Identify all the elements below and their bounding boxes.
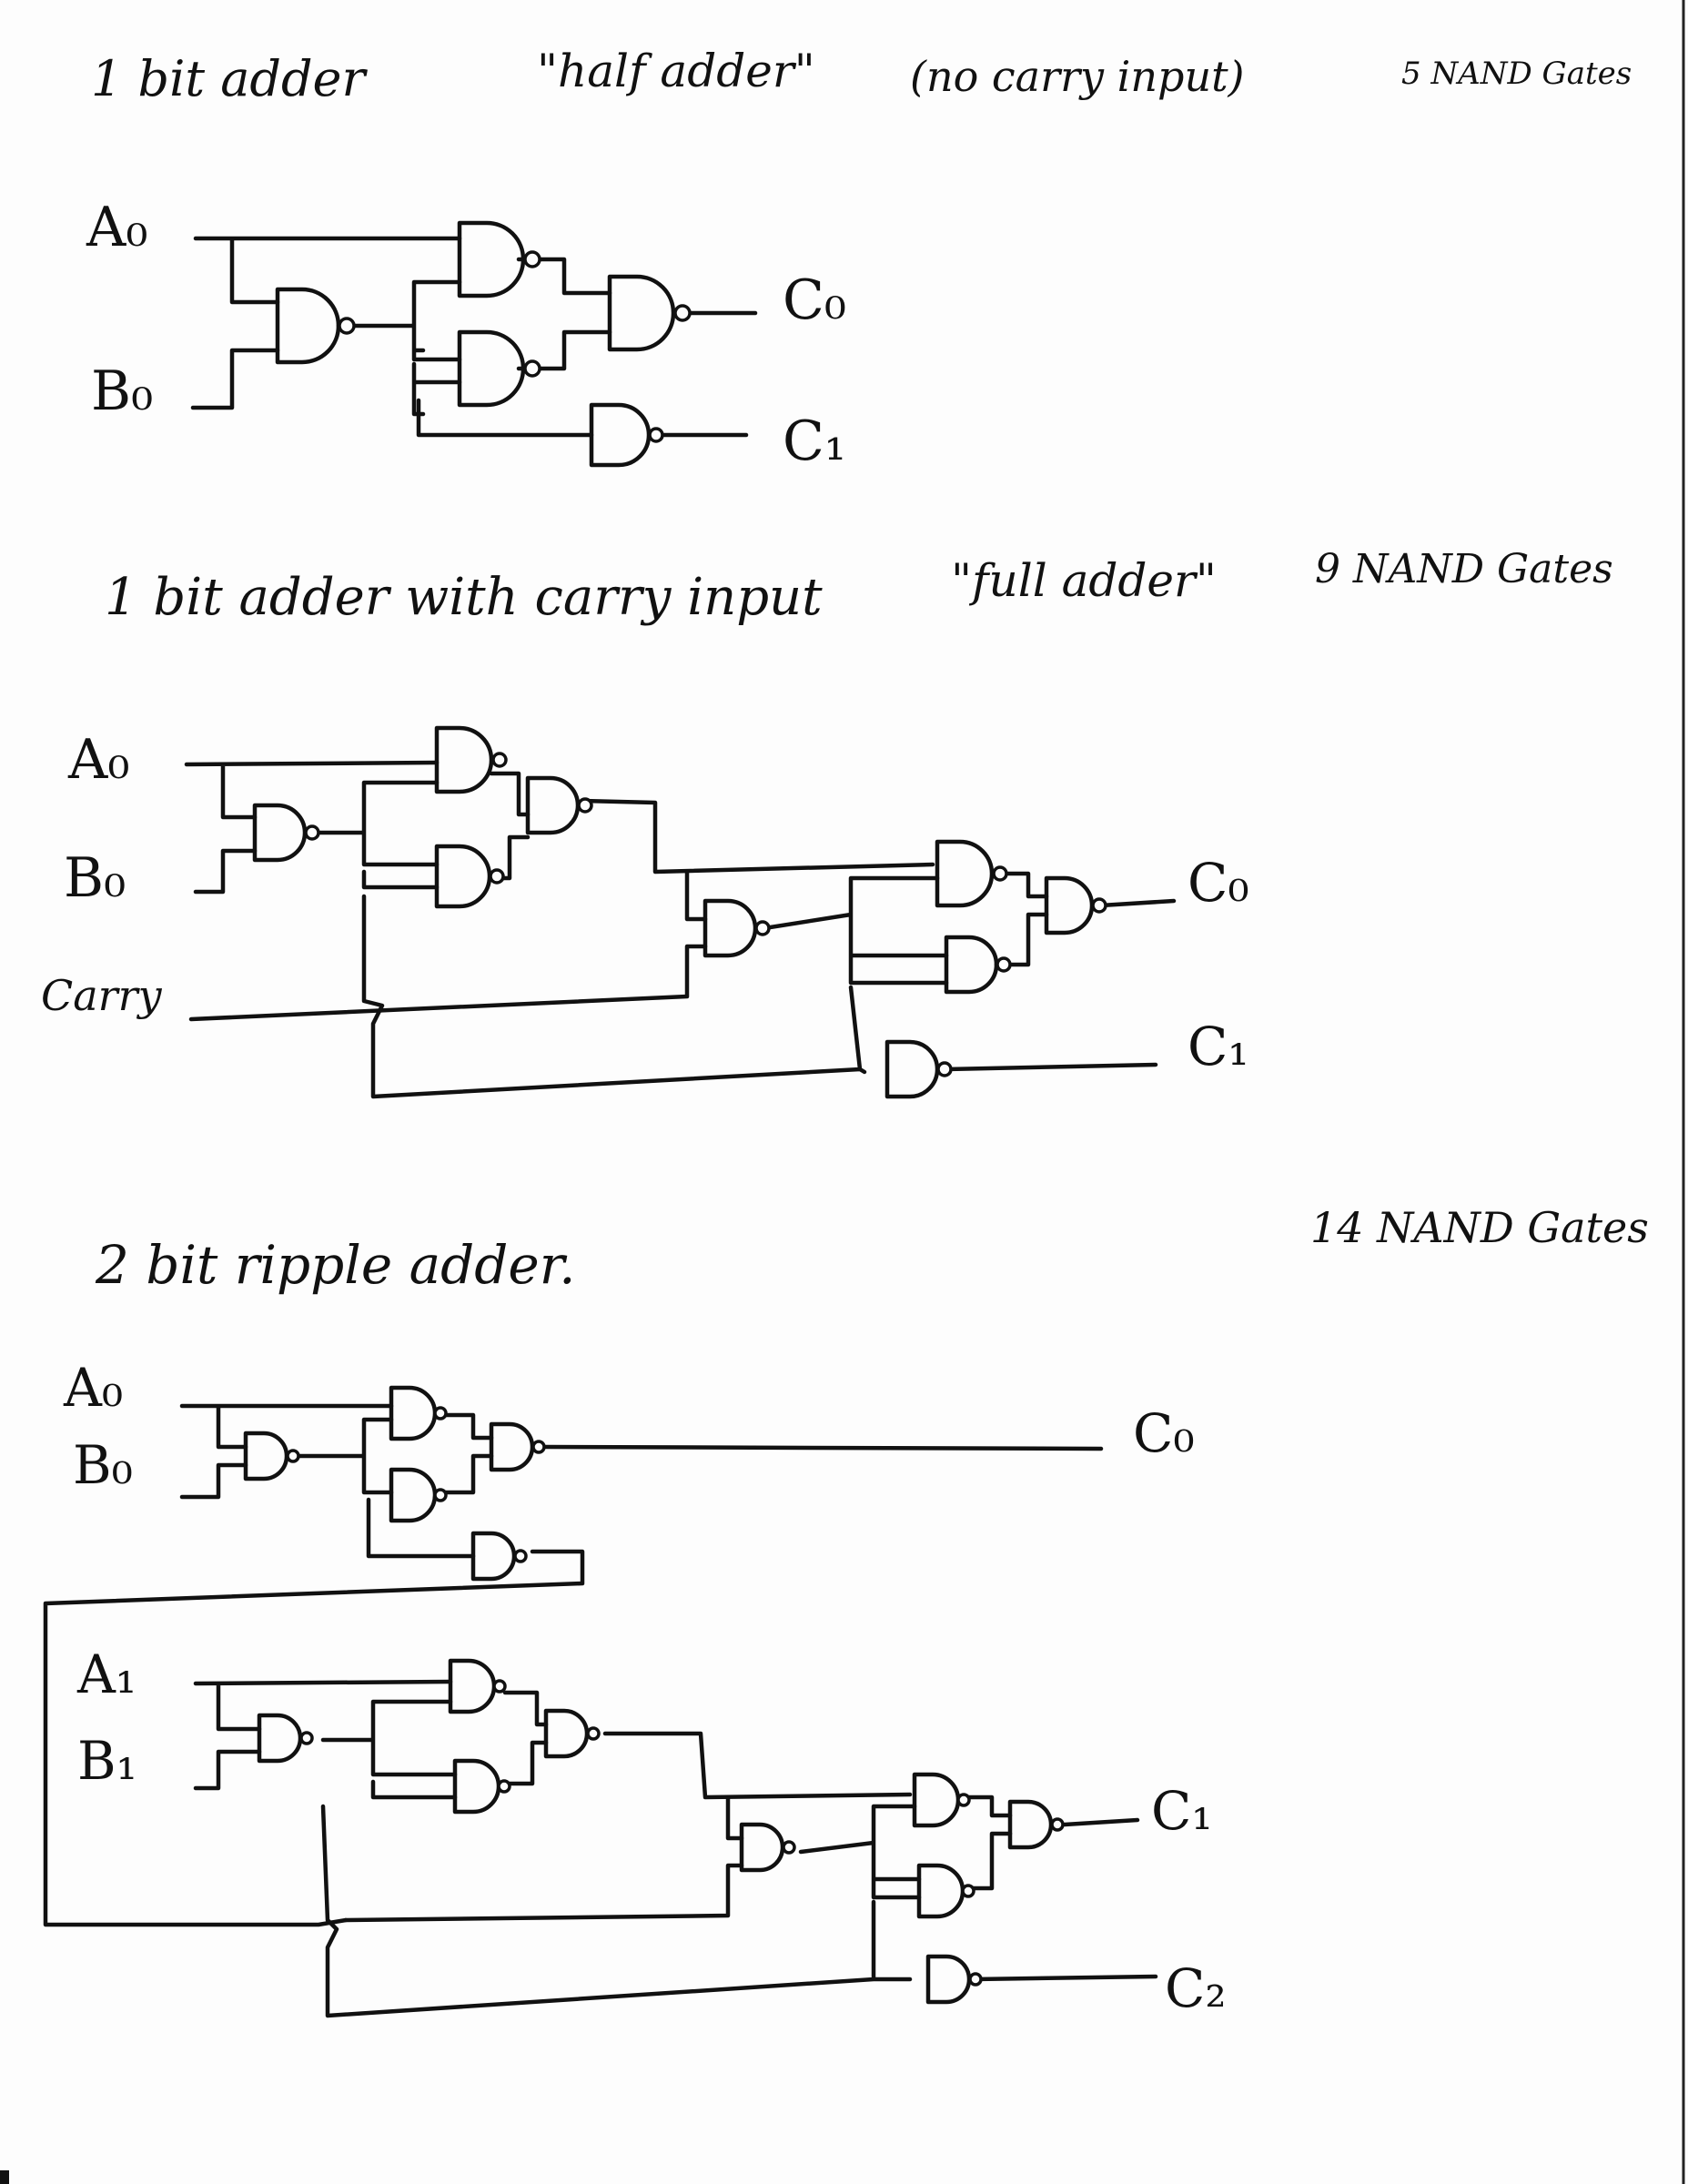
half-adder-output-c1: C₁ xyxy=(783,410,846,473)
half-adder-input-a0: A₀ xyxy=(86,196,147,259)
full-adder-nand-gate-5 xyxy=(702,898,771,958)
ripple-adder-nand-gate-1 xyxy=(389,1385,448,1441)
ripple-adder-output-c2: C₂ xyxy=(1165,1957,1227,2019)
half-adder-wires xyxy=(190,236,758,438)
section-half-adder: 1 bit adder "half adder" (no carry input… xyxy=(86,45,1632,473)
half-adder-note: (no carry input) xyxy=(910,52,1245,101)
full-adder-nand-gate-1 xyxy=(434,725,508,794)
full-adder-title: 1 bit adder with carry input xyxy=(105,568,823,627)
half-adder-nand-gate-5 xyxy=(589,402,664,468)
half-adder-title: 1 bit adder xyxy=(91,50,369,107)
ripple-adder-input-a1: A₁ xyxy=(76,1643,136,1705)
ripple-adder-nand-gate-3 xyxy=(389,1467,448,1523)
full-adder-nand-gate-6 xyxy=(935,839,1008,908)
ripple-adder-nand-gate-4 xyxy=(489,1421,546,1472)
ripple-adder-bit1-wires xyxy=(193,1679,1158,2018)
half-adder-nand-gate-4 xyxy=(607,274,692,352)
ripple-adder-input-b1: B₁ xyxy=(77,1730,137,1792)
section-ripple-adder: 2 bit ripple adder. 14 NAND Gates A₀ B₀ … xyxy=(43,1203,1649,2019)
ripple-adder-nand-gate-6 xyxy=(448,1658,507,1714)
full-adder-output-c0: C₀ xyxy=(1188,852,1249,914)
half-adder-input-b0: B₀ xyxy=(91,359,153,423)
half-adder-nand-gate-3 xyxy=(457,329,541,408)
ripple-adder-output-c1: C₁ xyxy=(1151,1780,1213,1842)
ripple-adder-input-a0: A₀ xyxy=(63,1357,123,1419)
full-adder-subtitle: "full adder" xyxy=(951,554,1217,607)
full-adder-nand-gate-8 xyxy=(1044,875,1107,935)
half-adder-nand-gate-1 xyxy=(457,220,541,298)
half-adder-nand-gate-2 xyxy=(275,287,356,365)
full-adder-output-c1: C₁ xyxy=(1188,1016,1249,1077)
full-adder-input-carry: Carry xyxy=(41,971,163,1020)
half-adder-subtitle: "half adder" xyxy=(537,45,815,97)
half-adder-gate-count: 5 NAND Gates xyxy=(1401,56,1632,92)
section-full-adder: 1 bit adder with carry input "full adder… xyxy=(41,546,1613,1099)
ripple-adder-nand-gate-9 xyxy=(543,1708,601,1759)
scan-mark xyxy=(0,2170,9,2184)
ripple-adder-input-b0: B₀ xyxy=(73,1434,133,1496)
ripple-adder-nand-gate-12 xyxy=(916,1863,975,1919)
full-adder-nand-gate-3 xyxy=(434,844,505,909)
ripple-adder-nand-gate-8 xyxy=(452,1758,511,1815)
ripple-adder-title: 2 bit ripple adder. xyxy=(95,1234,576,1296)
ripple-adder-nand-gate-5 xyxy=(470,1531,528,1582)
full-adder-nand-gate-9 xyxy=(884,1039,953,1099)
full-adder-nand-gate-7 xyxy=(944,935,1012,995)
full-adder-nand-gate-2 xyxy=(252,803,320,863)
ripple-adder-nand-gate-7 xyxy=(257,1713,314,1764)
full-adder-nand-gate-4 xyxy=(525,775,593,835)
ripple-adder-nand-gate-14 xyxy=(925,1954,983,2005)
ripple-adder-nand-gate-13 xyxy=(1007,1799,1065,1850)
half-adder-output-c0: C₀ xyxy=(783,268,846,332)
ripple-adder-output-c0: C₀ xyxy=(1133,1402,1195,1464)
full-adder-input-a0: A₀ xyxy=(67,728,129,792)
full-adder-input-b0: B₀ xyxy=(64,846,126,910)
full-adder-gate-count: 9 NAND Gates xyxy=(1315,546,1613,592)
full-adder-wires xyxy=(184,760,1177,1099)
ripple-adder-nand-gate-11 xyxy=(912,1772,971,1828)
ripple-adder-gate-count: 14 NAND Gates xyxy=(1310,1203,1649,1252)
ripple-adder-nand-gate-2 xyxy=(243,1431,300,1481)
ripple-adder-bit0-wires xyxy=(43,1403,1104,1927)
ripple-adder-nand-gate-10 xyxy=(739,1822,796,1873)
